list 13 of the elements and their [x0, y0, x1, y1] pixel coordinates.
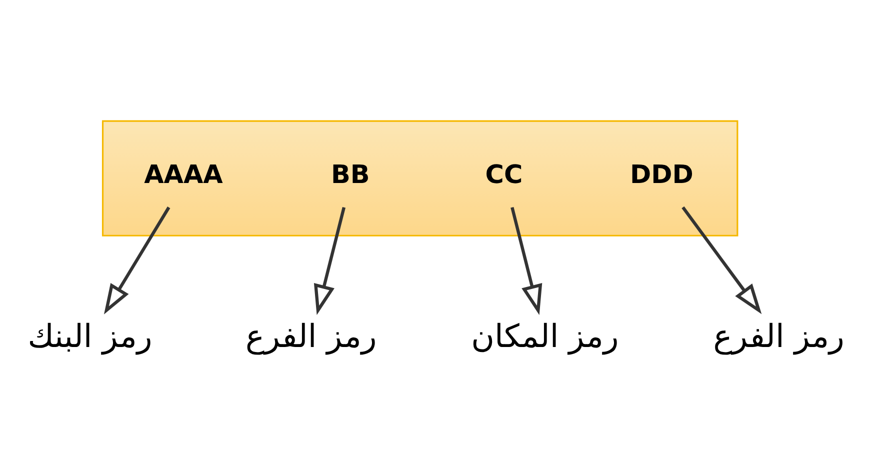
- cluster: [102, 120, 738, 236]
- node-text: BB: [331, 159, 370, 190]
- node-text: رمز البنك: [28, 316, 152, 354]
- node-text: AAAA: [144, 159, 223, 190]
- node-text: رمز الفرع: [246, 316, 377, 354]
- arrow: [104, 206, 170, 314]
- node-text: DDD: [630, 159, 694, 190]
- arrow: [682, 206, 762, 314]
- node-text: CC: [485, 159, 523, 190]
- arrow: [314, 206, 346, 314]
- node-text: رمز الفرع: [713, 316, 844, 354]
- arrow: [510, 206, 542, 314]
- node-text: رمز المكان: [471, 316, 619, 354]
